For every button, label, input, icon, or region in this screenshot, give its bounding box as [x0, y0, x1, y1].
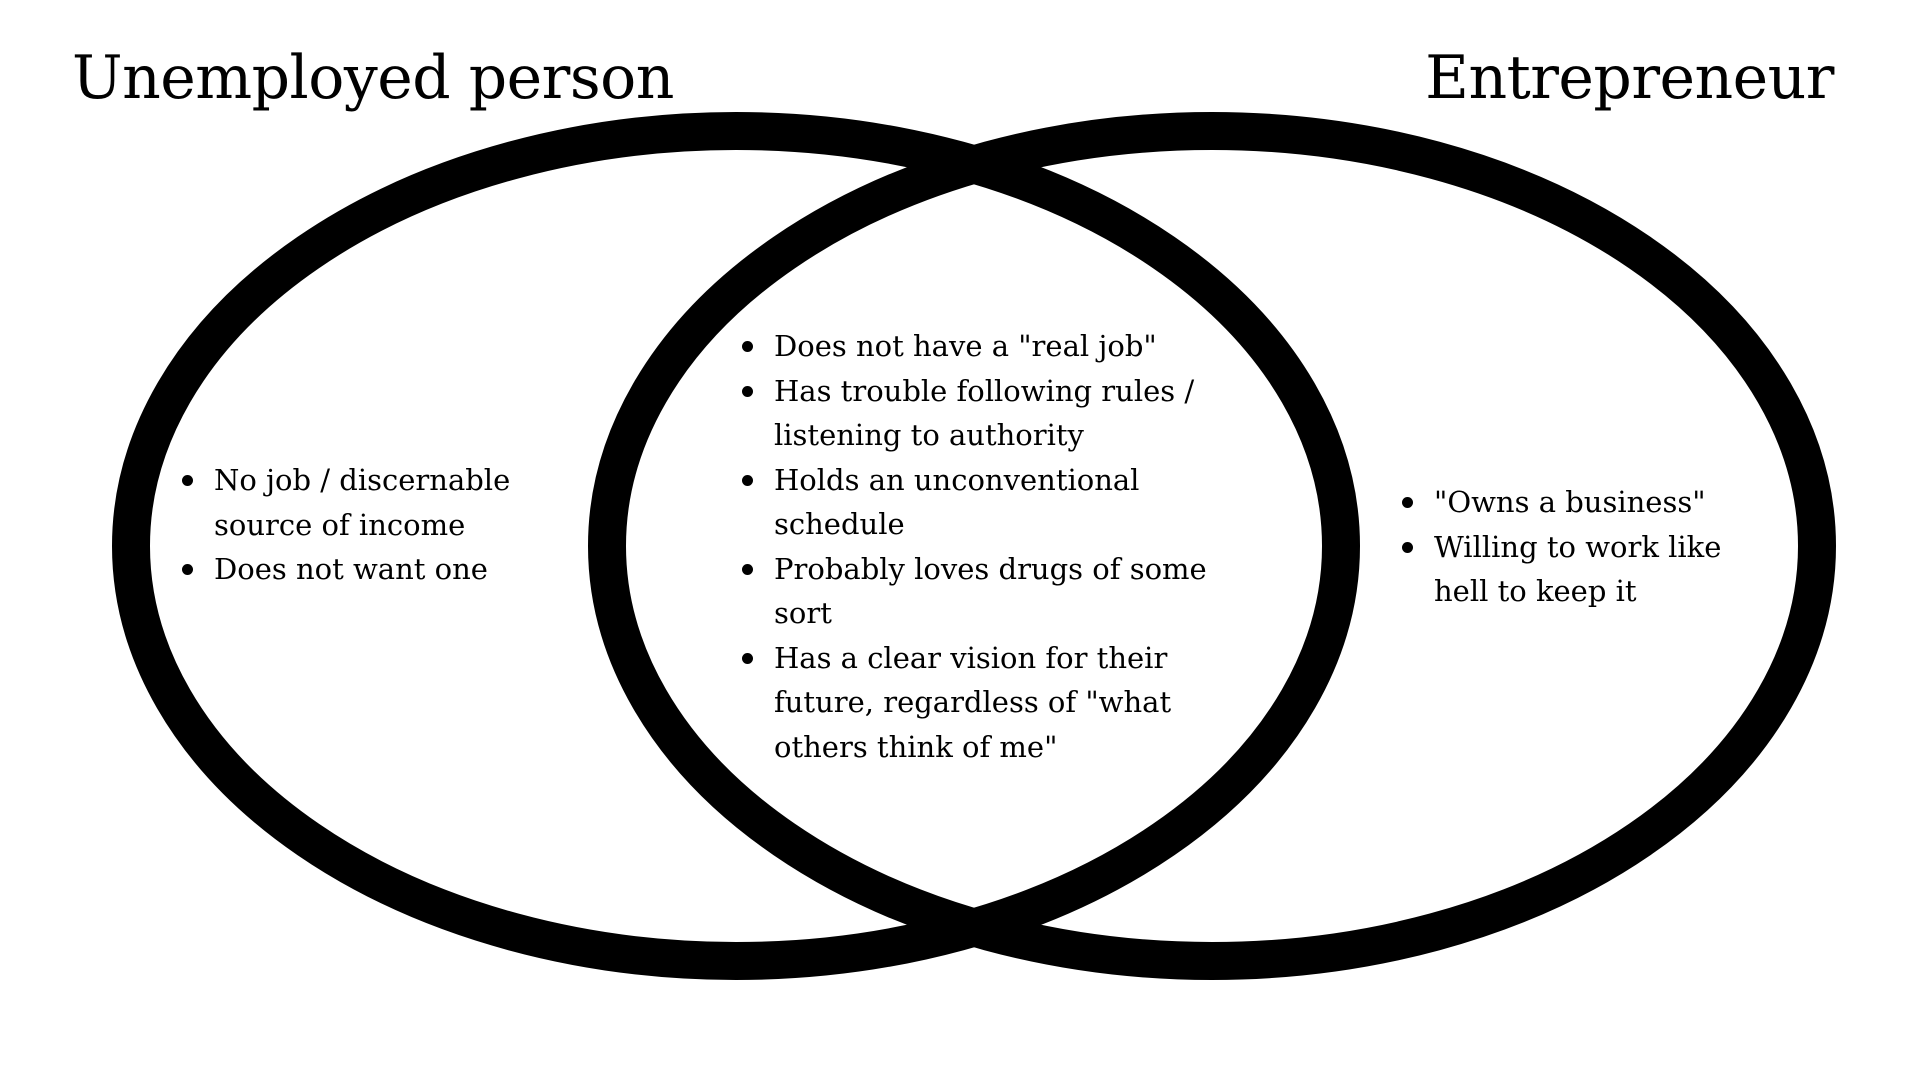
list-item-text: Probably loves drugs of some sort: [774, 551, 1207, 631]
list-item: Holds an unconventional schedule: [740, 458, 1260, 547]
unemployed-circle: [112, 112, 1360, 980]
list-item: Has trouble following rules / listening …: [740, 369, 1260, 458]
list-item: Does not have a "real job": [740, 324, 1260, 369]
list-item: No job / discernable source of income: [180, 458, 560, 547]
list-item-text: Does not have a "real job": [774, 329, 1157, 363]
bullet-icon: [742, 385, 753, 397]
bullet-icon: [742, 341, 753, 352]
overlap-list: Does not have a "real job" Has trouble f…: [740, 324, 1260, 769]
list-item: Has a clear vision for their future, reg…: [740, 636, 1260, 770]
unemployed-only-list: No job / discernable source of income Do…: [180, 458, 560, 592]
bullet-icon: [742, 563, 753, 575]
entrepreneur-title: Entrepreneur: [1425, 43, 1834, 113]
list-item: "Owns a business": [1400, 480, 1760, 525]
bullet-icon: [1402, 497, 1413, 508]
bullet-icon: [742, 474, 753, 486]
bullet-icon: [182, 475, 193, 486]
list-item-text: "Owns a business": [1434, 485, 1706, 519]
list-item: Does not want one: [180, 547, 560, 592]
bullet-icon: [182, 564, 193, 575]
list-item-text: Does not want one: [214, 552, 488, 586]
list-item: Willing to work like hell to keep it: [1400, 525, 1760, 614]
list-item-text: Has trouble following rules / listening …: [774, 373, 1195, 453]
unemployed-title: Unemployed person: [72, 43, 674, 113]
list-item: Probably loves drugs of some sort: [740, 547, 1260, 636]
list-item-text: Willing to work like hell to keep it: [1434, 529, 1722, 609]
list-item-text: Has a clear vision for their future, reg…: [774, 640, 1172, 764]
list-item-text: Holds an unconventional schedule: [774, 462, 1140, 542]
bullet-icon: [742, 652, 753, 664]
bullet-icon: [1402, 541, 1413, 553]
entrepreneur-only-list: "Owns a business" Willing to work like h…: [1400, 480, 1760, 614]
list-item-text: No job / discernable source of income: [214, 463, 511, 542]
entrepreneur-circle: [588, 112, 1836, 980]
